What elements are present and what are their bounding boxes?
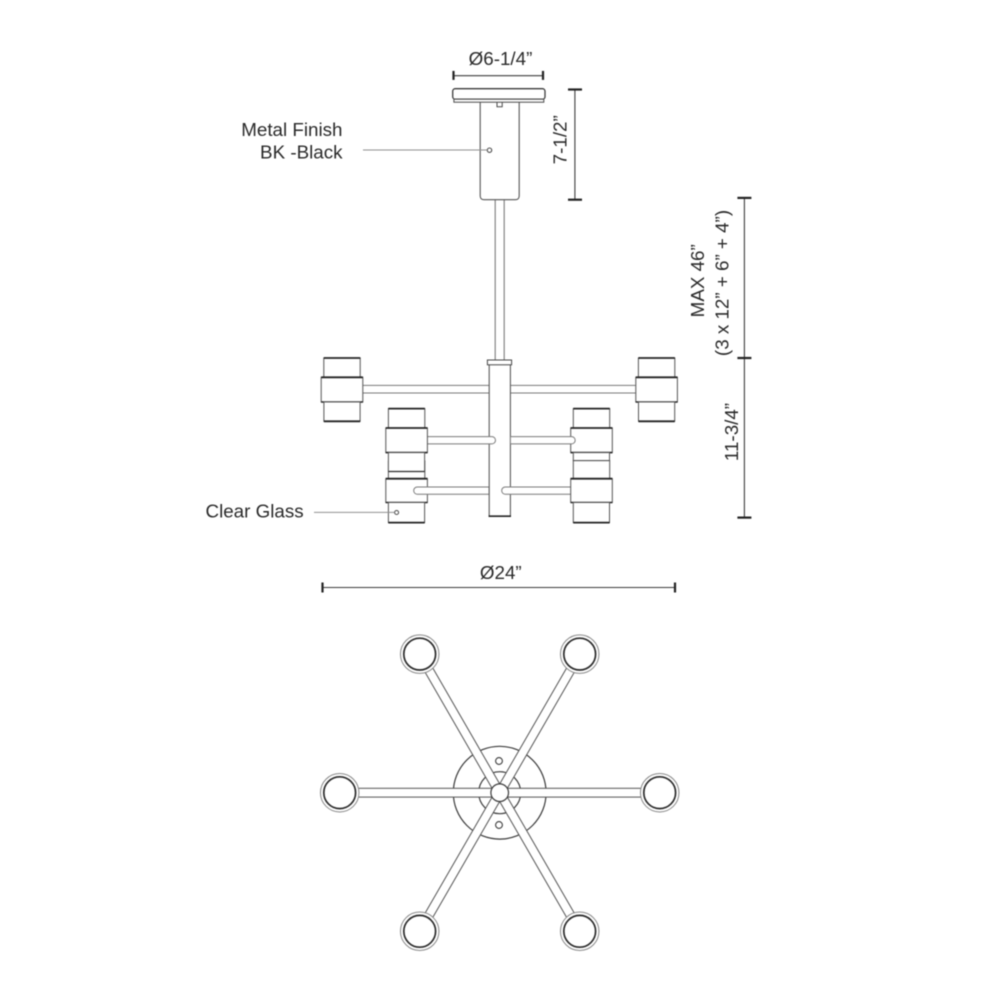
svg-text:(3 x 12” + 6” + 4”): (3 x 12” + 6” + 4”): [712, 210, 733, 356]
svg-text:Metal Finish: Metal Finish: [241, 119, 342, 140]
svg-text:MAX 46”: MAX 46”: [687, 244, 708, 317]
svg-text:11-3/4”: 11-3/4”: [721, 403, 742, 461]
svg-text:7-1/2”: 7-1/2”: [550, 115, 571, 164]
svg-text:Ø24”: Ø24”: [480, 562, 522, 583]
svg-text:BK -Black: BK -Black: [260, 141, 343, 162]
svg-text:Ø6-1/4”: Ø6-1/4”: [469, 48, 533, 69]
svg-text:Clear Glass: Clear Glass: [206, 500, 304, 521]
